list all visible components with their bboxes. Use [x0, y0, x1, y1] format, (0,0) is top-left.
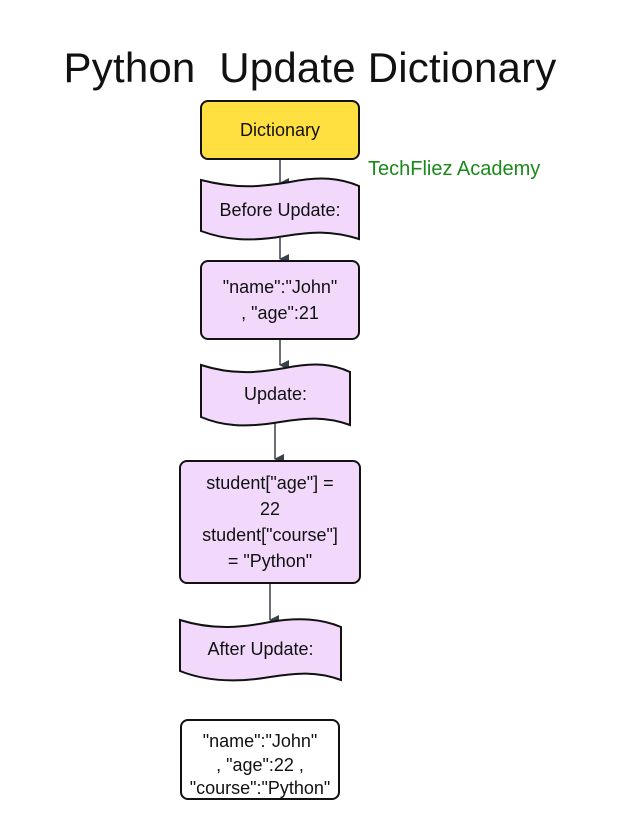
node-dictionary-label: Dictionary — [239, 119, 321, 140]
node-update-shape — [200, 363, 351, 427]
node-before-update-label: Before Update: — [219, 199, 341, 220]
node-after-update-label: After Update: — [207, 638, 314, 659]
node-update-label: Update: — [243, 383, 308, 404]
node-after-update-shape — [179, 618, 342, 682]
node-after-values-label: "name":"John" , "age":22 , "course":"Pyt… — [189, 731, 331, 799]
node-before-values-label: "name":"John" , "age":21 — [222, 276, 338, 323]
node-after-values-shape — [180, 719, 340, 800]
node-update-code-label: student["age"] = 22 student["course"] = … — [202, 472, 338, 572]
brand-label: TechFliez Academy — [368, 158, 541, 180]
diagram-title: Python Update Dictionary — [63, 44, 557, 91]
node-update-code-shape — [179, 460, 361, 584]
node-dictionary-shape — [200, 100, 360, 160]
node-before-values-shape — [200, 260, 360, 340]
node-before-update-shape — [200, 177, 360, 241]
